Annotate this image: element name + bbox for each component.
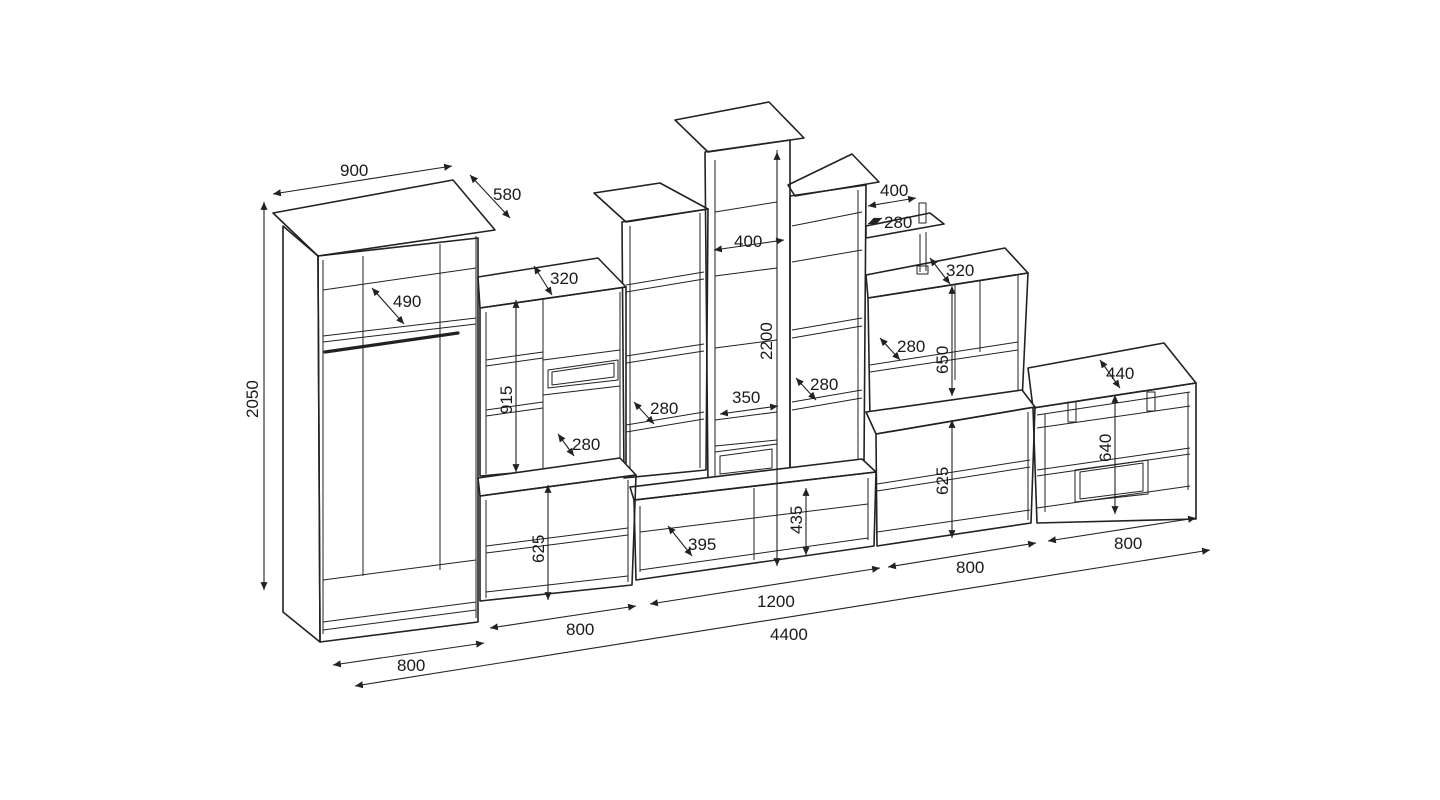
label-440: 440 <box>1106 364 1134 383</box>
label-900: 900 <box>340 161 368 180</box>
dimension-labels: 900 580 2050 490 800 320 915 280 625 800… <box>243 161 1142 675</box>
center-low-cabinet <box>629 458 877 581</box>
left-tall-tower <box>593 182 709 479</box>
label-490: 490 <box>393 292 421 311</box>
label-580: 580 <box>493 185 521 204</box>
dimension-lines <box>260 152 1211 689</box>
label-2200: 2200 <box>757 322 776 360</box>
label-280-center-right: 280 <box>810 375 838 394</box>
label-625-right: 625 <box>933 467 952 495</box>
label-1200: 1200 <box>757 592 795 611</box>
label-800-right: 800 <box>956 558 984 577</box>
label-435: 435 <box>787 506 806 534</box>
label-350: 350 <box>732 388 760 407</box>
label-400-right-top: 400 <box>880 181 908 200</box>
label-4400: 4400 <box>770 625 808 644</box>
label-320-right: 320 <box>946 261 974 280</box>
label-650: 650 <box>933 346 952 374</box>
center-tower <box>674 101 805 487</box>
label-395: 395 <box>688 535 716 554</box>
left-shelf-unit <box>477 257 637 602</box>
label-280-right-top: 280 <box>884 213 912 232</box>
label-400-center: 400 <box>734 232 762 251</box>
label-280-right: 280 <box>897 337 925 356</box>
label-280-center-left: 280 <box>650 399 678 418</box>
right-tall-tower <box>787 153 880 473</box>
label-800-wardrobe: 800 <box>397 656 425 675</box>
label-625-left: 625 <box>529 535 548 563</box>
label-800-far-right: 800 <box>1114 534 1142 553</box>
label-280-left: 280 <box>572 435 600 454</box>
label-915: 915 <box>497 386 516 414</box>
label-320-left: 320 <box>550 269 578 288</box>
wardrobe <box>272 179 496 643</box>
label-640: 640 <box>1096 434 1115 462</box>
label-2050: 2050 <box>243 380 262 418</box>
label-800-left: 800 <box>566 620 594 639</box>
